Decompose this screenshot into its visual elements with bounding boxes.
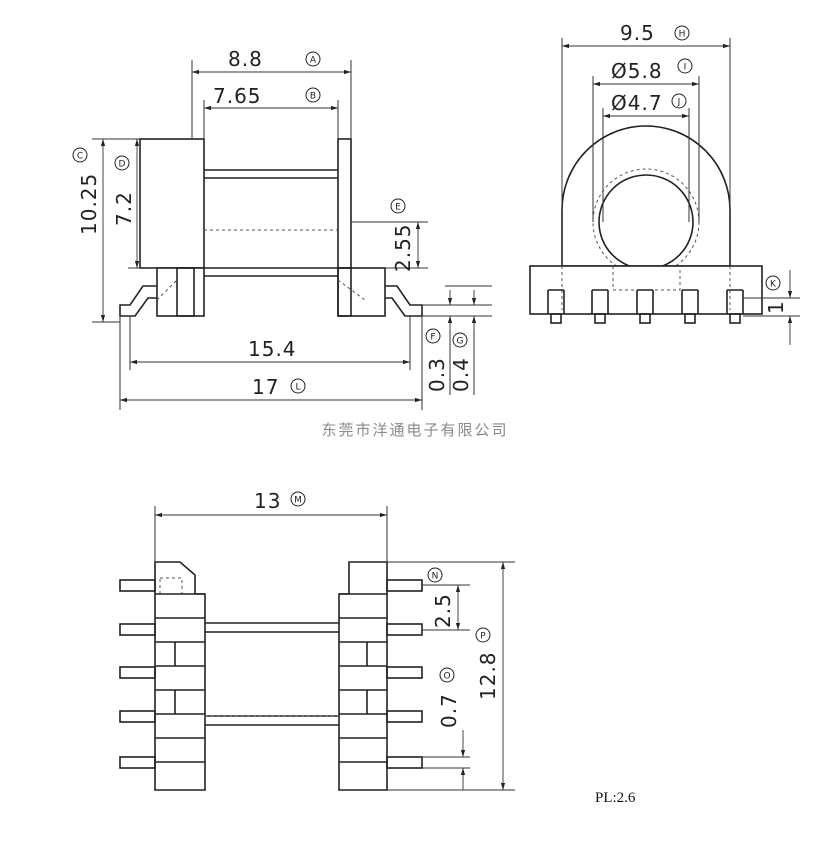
right-pin [385, 285, 423, 317]
marker-e [390, 198, 406, 214]
left-pin-block [176, 267, 195, 317]
dim-b-value: 7.65 [213, 84, 262, 108]
pin [119, 623, 156, 636]
dim-p-value: 12.8 [476, 651, 500, 700]
side-slots [547, 289, 744, 324]
dim-n-value: 2.5 [431, 593, 455, 628]
dim-i-value: Ø5.8 [611, 59, 663, 83]
pin [386, 756, 423, 769]
dim-c-value: 10.25 [77, 173, 101, 235]
dim-15-4-value: 15.4 [248, 337, 297, 361]
pl-label: PL:2.6 [595, 790, 636, 806]
dim-k-value: 1 [764, 300, 788, 314]
marker-a [305, 51, 321, 67]
dim-l-value: 17 [252, 375, 279, 399]
marker-d [114, 155, 130, 171]
right-flange-lower [337, 267, 386, 317]
pin [386, 579, 423, 592]
marker-p-label: P [480, 632, 486, 642]
marker-b [305, 87, 321, 103]
right-pins [386, 579, 423, 769]
marker-f-label: F [430, 333, 435, 343]
marker-l-label: L [295, 383, 300, 393]
pin [386, 710, 423, 723]
pin [386, 623, 423, 636]
slot [681, 289, 699, 314]
left-flange-lower [156, 267, 205, 317]
marker-i-label: I [684, 63, 687, 73]
pin [119, 710, 156, 723]
side-dome [561, 125, 731, 267]
left-flange-bottom [154, 561, 206, 791]
right-pin-block [337, 267, 352, 317]
pin [119, 666, 156, 679]
right-flange-upper [337, 138, 352, 269]
front-view: 8.8 A 7.65 B 10.25 C 7.2 D 2.55 E [72, 47, 492, 410]
left-pin [119, 285, 157, 317]
hidden-line [612, 266, 681, 291]
left-flange-upper [139, 138, 205, 269]
marker-c-label: C [77, 152, 83, 162]
marker-g [452, 332, 468, 348]
marker-h [674, 25, 690, 41]
bottom-view: 13 M 2.5 N 0.7 O 12.8 P [119, 489, 515, 791]
marker-l [290, 378, 306, 394]
dim-h-value: 9.5 [620, 21, 655, 45]
marker-f [425, 328, 441, 344]
slot [636, 289, 654, 314]
marker-k [765, 275, 781, 291]
pin-stub [639, 313, 651, 324]
marker-m-label: M [294, 496, 302, 506]
marker-j-label: J [677, 98, 681, 108]
side-view: 9.5 H Ø5.8 I Ø4.7 J 1 K [529, 21, 800, 345]
flange-segments [155, 593, 387, 763]
marker-a-label: A [310, 56, 317, 66]
pin-stub [684, 313, 696, 324]
pin-stub [729, 313, 741, 324]
marker-k-label: K [770, 280, 777, 290]
dim-e-value: 2.55 [391, 223, 415, 272]
marker-c [72, 147, 88, 163]
pin [119, 756, 156, 769]
marker-o-label: O [443, 672, 450, 682]
marker-i [677, 58, 693, 74]
dim-m-value: 13 [254, 489, 281, 513]
hidden-lines [156, 279, 366, 301]
left-pins [119, 579, 156, 769]
slot [726, 289, 744, 314]
marker-m [290, 491, 306, 507]
pin-stub [594, 313, 606, 324]
marker-n [427, 567, 443, 583]
marker-j [671, 93, 687, 109]
marker-b-label: B [310, 92, 316, 102]
company-name: 东莞市洋通电子有限公司 [321, 421, 508, 439]
marker-h-label: H [679, 30, 686, 40]
pin [386, 666, 423, 679]
right-flange-bottom [338, 561, 388, 791]
dim-o-value: 0.7 [437, 693, 461, 728]
marker-n-label: N [432, 572, 439, 582]
slot [547, 289, 565, 314]
marker-g-label: G [457, 337, 464, 347]
dim-j-value: Ø4.7 [611, 91, 663, 115]
dim-d-value: 7.2 [112, 191, 136, 226]
pin-stub [550, 313, 562, 324]
marker-d-label: D [119, 160, 126, 170]
dim-a-value: 8.8 [228, 47, 263, 71]
marker-o [439, 667, 455, 683]
dim-f-value: 0.3 [425, 357, 449, 392]
marker-p [475, 627, 491, 643]
slot [591, 289, 609, 314]
pin [119, 579, 156, 592]
dim-g-value: 0.4 [449, 357, 473, 392]
marker-e-label: E [395, 203, 401, 213]
